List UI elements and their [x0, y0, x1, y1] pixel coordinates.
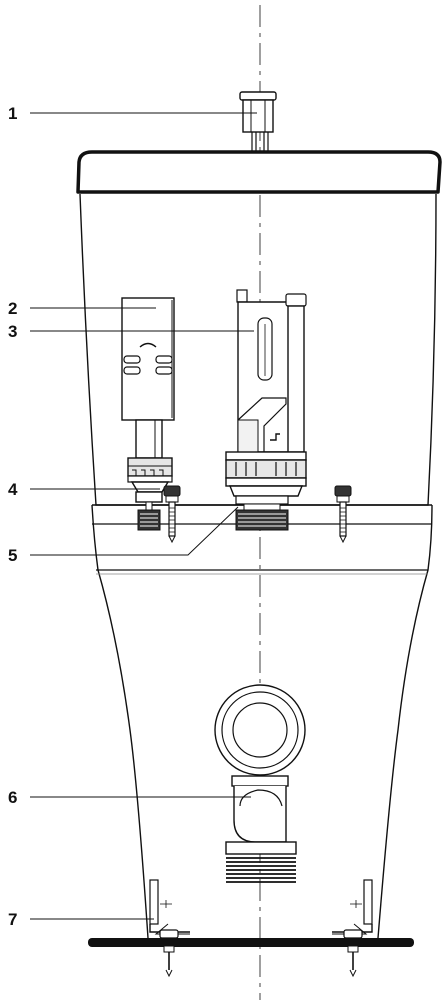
cistern-lid [76, 150, 442, 194]
water-inlet-connector [135, 491, 163, 531]
floor-fixing-bracket-left [149, 879, 190, 978]
outlet-ring [214, 684, 306, 776]
flush-valve-seal-nut [235, 495, 289, 531]
callout-7: 7 [8, 910, 17, 929]
callout-1: 1 [8, 104, 17, 123]
leader-line-5 [30, 506, 239, 556]
callout-4: 4 [8, 480, 18, 499]
floor-base-plate [88, 938, 414, 947]
tank-fixing-bolt-left [163, 485, 181, 544]
fill-valve [121, 297, 175, 493]
callout-6: 6 [8, 788, 17, 807]
push-button [239, 91, 277, 157]
floor-fixing-bracket-right [332, 879, 373, 978]
callout-2: 2 [8, 299, 17, 318]
callout-3: 3 [8, 322, 17, 341]
toilet-bowl [91, 504, 433, 939]
leader-lines [30, 112, 257, 920]
tank-fixing-bolt-right [334, 485, 352, 544]
flush-valve [225, 289, 307, 497]
callout-5: 5 [8, 546, 17, 565]
outlet-bend-pipe [225, 775, 297, 883]
